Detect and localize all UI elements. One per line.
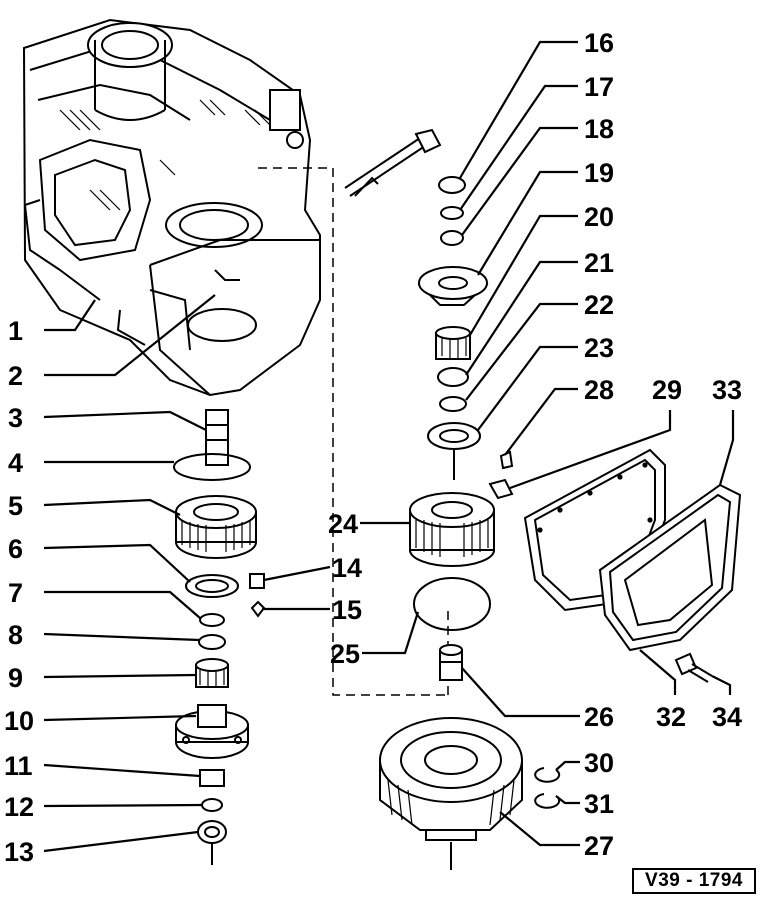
label-6: 6 — [8, 534, 23, 564]
label-29: 29 — [652, 375, 682, 405]
label-17: 17 — [584, 72, 614, 102]
label-23: 23 — [584, 333, 614, 363]
label-32: 32 — [656, 702, 686, 732]
label-11: 11 — [4, 751, 33, 781]
label-34: 34 — [712, 702, 742, 732]
label-8: 8 — [8, 620, 23, 650]
label-10: 10 — [4, 706, 34, 736]
reference-code-box: V39 - 1794 — [632, 868, 756, 894]
label-2: 2 — [8, 361, 23, 391]
label-14: 14 — [332, 553, 362, 583]
bolt-34 — [674, 652, 713, 683]
label-7: 7 — [8, 578, 23, 608]
label-26: 26 — [584, 702, 614, 732]
label-18: 18 — [584, 114, 614, 144]
label-19: 19 — [584, 158, 614, 188]
label-31: 31 — [584, 789, 614, 819]
reference-code: V39 - 1794 — [645, 870, 743, 891]
alignment-frame — [258, 167, 449, 696]
leader-lines — [43, 40, 735, 853]
label-15: 15 — [332, 595, 362, 625]
label-4: 4 — [8, 448, 23, 478]
label-5: 5 — [8, 491, 23, 521]
label-20: 20 — [584, 202, 614, 232]
part-number-labels: 1 2 3 4 5 6 7 8 9 10 11 12 13 14 15 16 1… — [4, 28, 742, 867]
label-16: 16 — [584, 28, 614, 58]
label-12: 12 — [4, 792, 34, 822]
label-3: 3 — [8, 403, 23, 433]
gasket-and-cover — [523, 448, 742, 652]
label-28: 28 — [584, 375, 614, 405]
label-13: 13 — [4, 837, 34, 867]
label-27: 27 — [584, 831, 614, 861]
label-21: 21 — [584, 248, 614, 278]
circlips-30-31 — [534, 767, 561, 809]
transmission-housing — [22, 18, 321, 397]
label-1: 1 — [8, 316, 23, 346]
parts-28-29 — [488, 450, 514, 500]
breather-rod — [344, 128, 442, 197]
parts-14-15 — [249, 573, 266, 618]
label-33: 33 — [712, 375, 742, 405]
label-24: 24 — [328, 509, 358, 539]
right-parts-stack — [379, 176, 523, 870]
label-22: 22 — [584, 290, 614, 320]
label-9: 9 — [8, 663, 23, 693]
left-parts-stack — [173, 409, 257, 865]
label-25: 25 — [330, 639, 360, 669]
label-30: 30 — [584, 748, 614, 778]
